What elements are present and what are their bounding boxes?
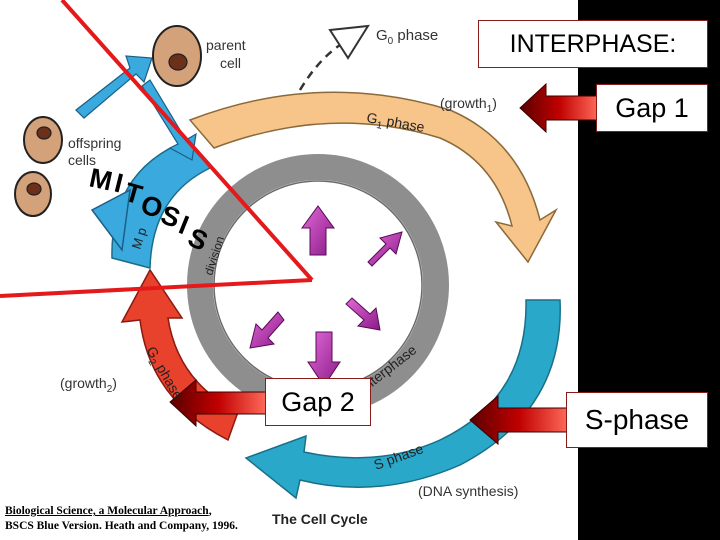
sphase-label: S-phase bbox=[584, 404, 690, 435]
m-phase-band bbox=[111, 139, 212, 269]
pink-arrow-downleft bbox=[249, 311, 285, 349]
citation-publisher: BSCS Blue Version. Heath and Company, 19… bbox=[5, 520, 238, 532]
dna-synthesis-label: (DNA synthesis) bbox=[418, 483, 518, 499]
gap1-label-box: Gap 1 bbox=[596, 84, 708, 132]
growth2-label: (growth2) bbox=[60, 375, 117, 395]
parent-cell-label: parent cell bbox=[206, 37, 250, 71]
gap1-label: Gap 1 bbox=[615, 93, 689, 123]
offspring-cell-icon-2 bbox=[14, 171, 52, 217]
m-phase-arrow bbox=[90, 188, 131, 252]
g0-phase-label: G0 phase bbox=[376, 27, 438, 47]
diagram-title: The Cell Cycle bbox=[272, 511, 368, 527]
red-line-horizontal bbox=[0, 278, 313, 298]
mitosis-letter: M bbox=[87, 163, 115, 197]
parent-cell-icon bbox=[152, 25, 202, 87]
red-line-diagonal bbox=[60, 0, 314, 282]
pink-arrow-upright bbox=[367, 231, 403, 267]
interphase-label: INTERPHASE: bbox=[509, 30, 677, 58]
pink-arrow-down bbox=[307, 331, 341, 387]
division-arrow-up bbox=[75, 55, 153, 119]
interphase-label-box: INTERPHASE: bbox=[478, 20, 708, 68]
g0-arrowhead bbox=[328, 24, 370, 60]
citation-title: Biological Science, a Molecular Approach bbox=[5, 505, 209, 517]
sphase-label-box: S-phase bbox=[566, 392, 708, 448]
pink-arrow-downright bbox=[345, 297, 381, 331]
g0-exit-path bbox=[298, 43, 341, 91]
m-phase-label: M p bbox=[129, 226, 150, 251]
pink-arrows bbox=[249, 205, 403, 387]
offspring-cell-icon-1 bbox=[23, 116, 63, 164]
gap1-pointer-arrow bbox=[519, 82, 599, 134]
pink-arrow-up bbox=[301, 205, 335, 256]
offspring-cells-label: offspring cells bbox=[68, 135, 125, 168]
g1-phase-band bbox=[188, 91, 559, 264]
citation: Biological Science, a Molecular Approach… bbox=[5, 505, 238, 532]
gap2-label-box: Gap 2 bbox=[265, 378, 371, 426]
g1-phase-label: G1 phase bbox=[365, 109, 426, 139]
growth1-label: (growth1) bbox=[440, 95, 497, 115]
gap2-label: Gap 2 bbox=[281, 387, 355, 417]
